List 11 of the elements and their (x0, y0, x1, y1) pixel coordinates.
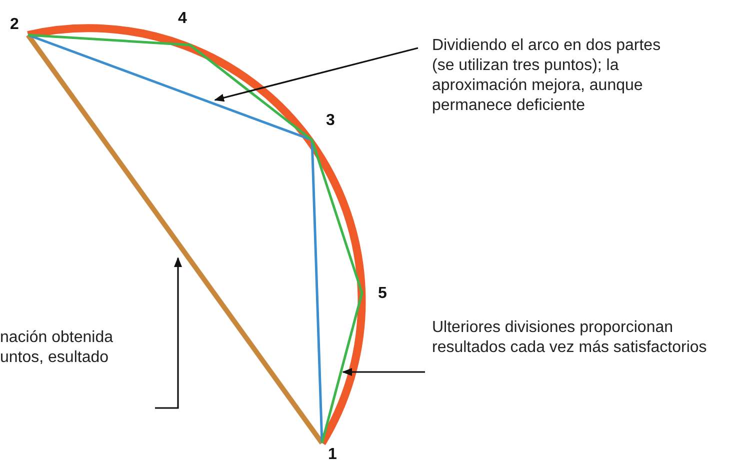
point-number: 3 (326, 112, 335, 130)
point-number: 5 (378, 285, 387, 303)
leader-line (342, 368, 425, 376)
point-number: 1 (328, 446, 337, 464)
callout-text: Dividiendo el arco en dos partes (se utilizan tres puntos); la aproximación mejora, aunque permanece deficiente (432, 36, 687, 116)
point-number: 2 (10, 16, 19, 34)
leader-line (214, 47, 418, 102)
point-number: 4 (178, 10, 187, 28)
callout-text: Ulteriores divisiones proporcionan resultados cada vez más satisfactorios (432, 318, 712, 358)
callout-text: nación obtenida untos, esultado (0, 328, 150, 368)
leader-line (155, 257, 182, 409)
